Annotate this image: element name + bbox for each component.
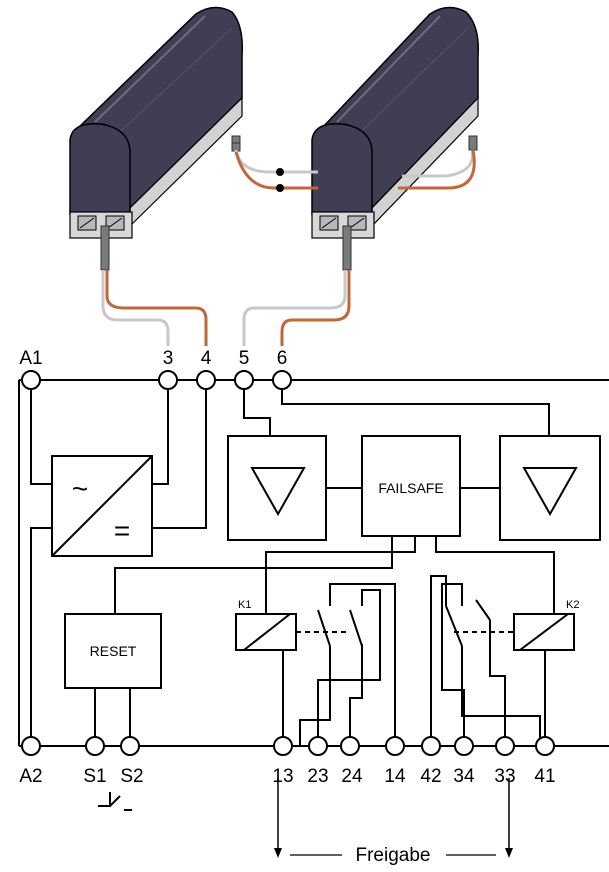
terminal-label: S2 — [120, 766, 143, 787]
amplifier-right-block — [499, 435, 601, 541]
terminal-24[interactable] — [340, 736, 360, 756]
terminal-s1[interactable] — [85, 736, 105, 756]
terminal-34[interactable] — [454, 736, 474, 756]
terminal-5[interactable] — [234, 370, 254, 390]
terminal-label: 6 — [277, 348, 288, 369]
terminals-top: A1 3 4 5 6 — [19, 348, 292, 390]
terminal-6[interactable] — [272, 370, 292, 390]
terminal-33[interactable] — [495, 736, 515, 756]
terminal-4[interactable] — [196, 370, 216, 390]
terminal-14[interactable] — [385, 736, 405, 756]
terminal-label: 24 — [341, 766, 363, 787]
terminal-label: 4 — [201, 348, 212, 369]
reset-block: RESET — [64, 613, 162, 689]
bus-rails — [18, 379, 609, 747]
failsafe-label: FAILSAFE — [378, 480, 443, 496]
terminal-23[interactable] — [308, 736, 328, 756]
terminals-bottom: A2 S1 S2 13 23 24 14 42 34 33 41 — [19, 736, 556, 787]
failsafe-block: FAILSAFE — [361, 435, 461, 537]
terminal-label: 3 — [163, 348, 174, 369]
relay-k2: K2 — [513, 599, 579, 651]
junction-dot — [276, 168, 284, 176]
terminal-label: 5 — [239, 348, 250, 369]
terminal-a2[interactable] — [21, 736, 41, 756]
relay-k1: K1 — [235, 599, 297, 651]
pushbutton-symbol-icon — [98, 792, 132, 811]
terminal-42[interactable] — [421, 736, 441, 756]
junction-dot — [276, 184, 284, 192]
power-ac-symbol: ~ — [72, 473, 88, 504]
reset-label: RESET — [90, 643, 137, 659]
terminal-label: 34 — [453, 766, 475, 787]
relay-k1-label: K1 — [238, 599, 251, 611]
terminal-s2[interactable] — [120, 736, 140, 756]
terminal-label: 41 — [534, 766, 555, 787]
safety-edge-sensor-left — [69, 6, 244, 271]
internal-wiring — [30, 380, 555, 746]
terminal-label: A1 — [19, 348, 42, 369]
terminal-label: S1 — [83, 766, 106, 787]
terminal-label: 23 — [307, 766, 328, 787]
terminal-label: 13 — [272, 766, 293, 787]
terminal-label: 42 — [420, 766, 441, 787]
release-output-indicator: Freigabe — [274, 778, 513, 866]
amplifier-triangle-icon — [250, 467, 306, 517]
terminal-label: 33 — [494, 766, 515, 787]
terminal-3[interactable] — [158, 370, 178, 390]
terminal-label: 14 — [384, 766, 406, 787]
amplifier-left-block — [227, 435, 327, 541]
amplifier-triangle-icon — [522, 467, 578, 517]
terminal-a1[interactable] — [21, 370, 41, 390]
relay-k2-label: K2 — [566, 599, 579, 611]
freigabe-label: Freigabe — [356, 845, 431, 866]
terminal-41[interactable] — [535, 736, 555, 756]
safety-edge-sensor-right — [231, 6, 479, 271]
power-supply-block: ~ = — [51, 455, 153, 557]
sensor-cables — [101, 149, 476, 346]
terminal-13[interactable] — [273, 736, 293, 756]
power-dc-symbol: = — [114, 515, 130, 546]
terminal-label: A2 — [19, 766, 42, 787]
